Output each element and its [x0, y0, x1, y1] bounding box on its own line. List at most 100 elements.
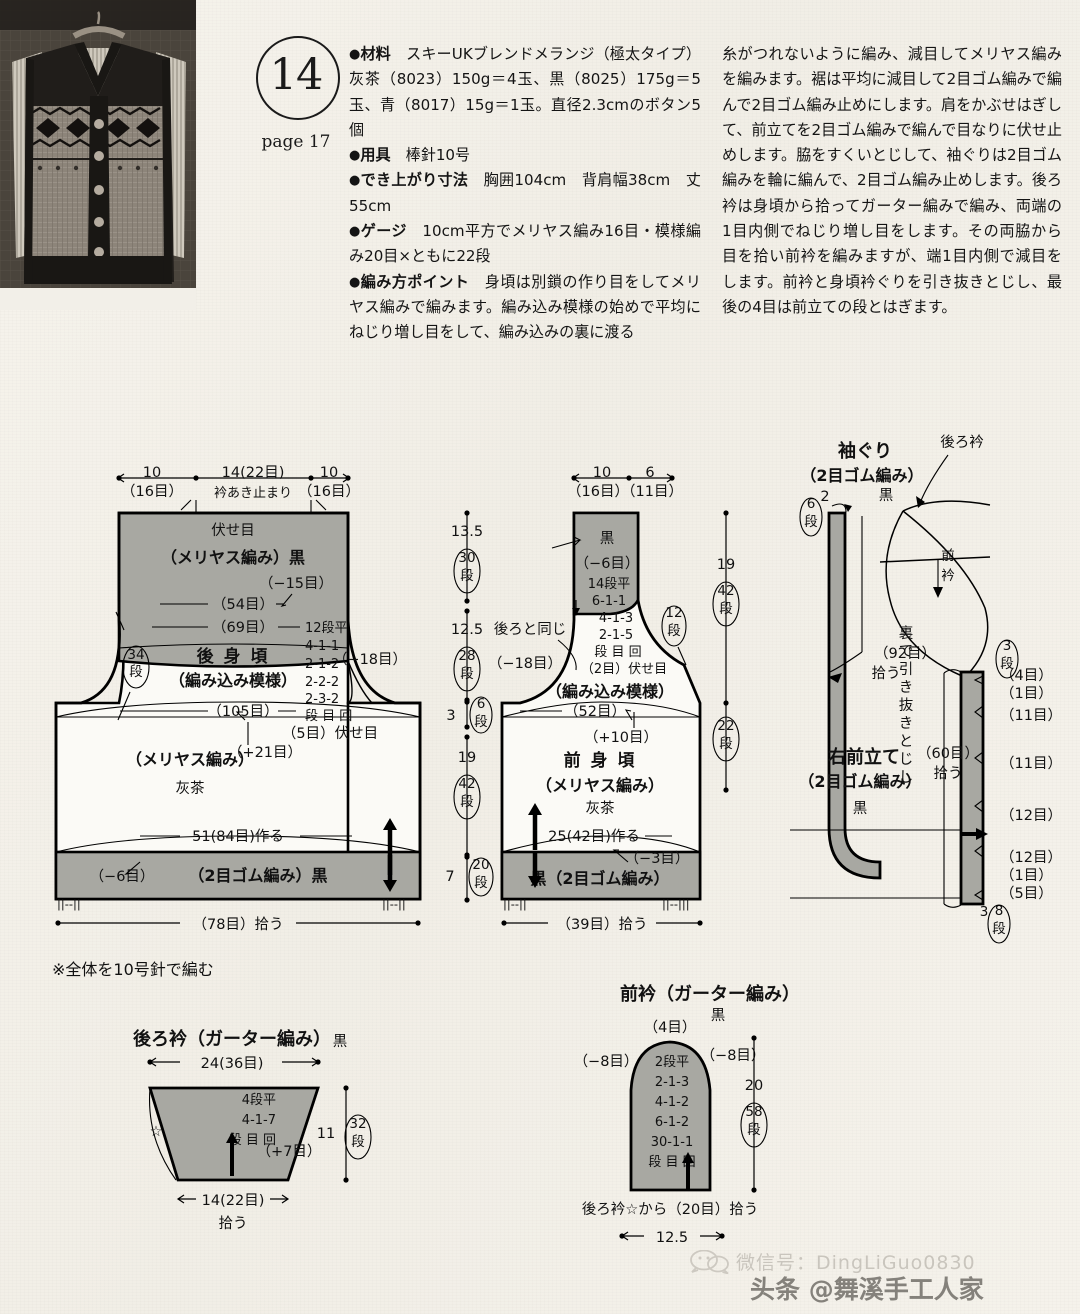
back-dim-left-cm: 10	[143, 465, 161, 481]
front-collar-rows-n: 58	[745, 1104, 762, 1120]
tools-body: 棒針10号	[390, 146, 471, 165]
front-same-as-back: 後ろと同じ	[494, 621, 567, 638]
pattern-number-badge: 14 page 17	[250, 36, 342, 166]
front-color-label: 灰茶	[586, 800, 615, 817]
instruction-materials: ●材料 スキーUKブレンドメランジ（極太タイプ）灰茶（8023）150g＝4玉、…	[349, 45, 701, 139]
back-rib-black-label: （2目ゴム編み）黒	[188, 866, 327, 885]
center-measurement-column: 13.5 30 段 12.5 28 段 3 6 段 19 42 段 7	[445, 510, 494, 903]
instruction-points: ●編み方ポイント 身頃は別鎖の作り目をしてメリヤス編みで編みます。編み込み模様の…	[349, 272, 701, 342]
center-measure-1-cm: 12.5	[451, 622, 483, 638]
badge-number: 14	[269, 50, 324, 100]
front-body-subtitle: （メリヤス編み）	[536, 776, 664, 795]
svg-text:||--||: ||--||	[503, 897, 527, 911]
front-neck-row-3: 2-1-5	[599, 628, 633, 643]
band-seg-6: （1目）	[1000, 867, 1053, 884]
back-fairisle-divider	[55, 701, 421, 718]
front-dim-1-st: （11目）	[621, 483, 683, 500]
instruction-measurements: ●でき上がり寸法 胸囲104cm 背肩幅38cm 丈55cm	[349, 171, 701, 215]
back-dec-row-5: 段 目 回	[305, 709, 352, 724]
front-right-measure-1-rows-u: 段	[719, 736, 733, 752]
back-caston-divider	[55, 835, 421, 853]
center-measure-0-rows-n: 30	[458, 550, 475, 566]
band-seg-7: （5目）	[1000, 885, 1053, 902]
armhole-rows-u: 段	[804, 514, 818, 530]
front-rows12-n: 12	[665, 605, 682, 621]
back-rib-tickmarks: ||--|| ||--||	[57, 897, 406, 911]
watermark: 微信号：DingLiGuo0830 头条 @舞溪手工人家	[690, 1248, 1080, 1310]
measurements-heading: でき上がり寸法	[360, 171, 469, 190]
svg-text:||--||: ||--||	[382, 897, 406, 911]
front-neck-black	[572, 511, 640, 616]
front-black-label: 黒	[600, 531, 615, 547]
back-collar-inc-2: 段 目 回	[229, 1133, 276, 1148]
front-collar-top-st: （4目）	[644, 1019, 697, 1036]
right-front-band-subtitle: （2目ゴム編み）	[798, 772, 921, 791]
back-collar-bottom-dimension	[176, 1194, 290, 1204]
front-collar-bottom-note: 後ろ衿☆から（20目）拾う	[582, 1201, 758, 1218]
measurements-body: 胸囲104cm 背肩幅38cm 丈55cm	[349, 171, 701, 215]
front-dim-0-cm: 10	[593, 465, 611, 481]
back-collar-color: 黒	[333, 1034, 348, 1050]
front-direction-arrows	[528, 803, 542, 888]
front-collar-title: 前衿（ガーター編み）	[620, 983, 800, 1005]
back-plus21-label: （+21目）	[228, 744, 302, 761]
armhole-collar-band-diagram: 袖ぐり （2目ゴム編み） 黒 6 段 2 （92目） 拾う 後ろ衿	[790, 434, 1062, 944]
center-measure-4-cm: 7	[445, 869, 454, 885]
needle-note: ※全体を10号針で編む	[52, 960, 214, 979]
front-collar-right-dec: （−8目）	[701, 1047, 766, 1064]
armhole-rows-n: 6	[807, 496, 816, 512]
points-body: 身頃は別鎖の作り目をしてメリヤス編みで編みます。編み込み模様の始めで平均にねじり…	[349, 272, 701, 342]
back-minus15-label: （−15目）	[259, 575, 333, 592]
front-fairisle-label: （編み込み模様）	[546, 682, 674, 701]
armhole-pickup-word: 拾う	[872, 665, 901, 682]
center-measure-0-cm: 13.5	[451, 524, 483, 540]
front-collar-left-curve	[885, 510, 963, 677]
back-dec-row-0: 12段平	[305, 621, 348, 636]
center-measure-1-rows-u: 段	[460, 666, 474, 682]
svg-text:と: と	[899, 734, 914, 750]
front-pickup-dimension	[501, 920, 703, 926]
back-collar-top-dim: 24(36目)	[201, 1056, 264, 1072]
front-collar-height-cm: 20	[745, 1078, 763, 1094]
armhole-rib-shape	[827, 511, 882, 880]
back-dim-left-st: （16目）	[121, 483, 183, 500]
back-body-subtitle: （編み込み模様）	[169, 671, 297, 690]
back-body-diagram: 10 （16目） 14(22目) 衿あき止まり 10 （16目）	[54, 465, 422, 933]
band-seg-1: （1目）	[1000, 685, 1053, 702]
front-st52-label: （52目）	[564, 703, 626, 720]
front-collar-bottom-dim: 12.5	[656, 1230, 688, 1246]
materials-body: スキーUKブレンドメランジ（極太タイプ）灰茶（8023）150g＝4玉、黒（80…	[349, 45, 701, 139]
back-stockinette-label: （メリヤス編み）	[126, 750, 254, 769]
back-collar-height-cm: 11	[317, 1126, 335, 1142]
back-dec-row-1: 4-1-1	[305, 639, 339, 654]
front-collar-shape	[629, 1040, 712, 1192]
back-dim-right-st: （16目）	[298, 483, 360, 500]
back-body-title: 後 身 頃	[197, 646, 270, 667]
page-reference: page 17	[261, 132, 331, 152]
back-collar-shape	[148, 1086, 320, 1182]
front-rows12-u: 段	[667, 623, 681, 639]
back-rows34-label: 34	[127, 647, 144, 663]
svg-text:き: き	[899, 715, 914, 732]
center-measure-3-cm: 19	[458, 750, 476, 766]
front-rib-tickmarks: ||--|| ||--|||	[503, 897, 690, 911]
center-measure-2-cm: 3	[446, 708, 455, 724]
front-caston-label: 25(42目)作る	[548, 828, 640, 845]
right-front-band-pickup-word: 拾う	[934, 765, 963, 782]
back-collar-inc-1: 4-1-7	[242, 1113, 276, 1128]
center-measure-1-rows-n: 28	[458, 648, 475, 664]
front-collar-color: 黒	[711, 1008, 726, 1024]
back-collar-bottom-dim: 14(22目)	[202, 1193, 265, 1209]
armhole-cm: 2	[820, 489, 829, 505]
front-collar-dec-5: 段 目 回	[648, 1155, 695, 1170]
vest-photo	[0, 0, 196, 310]
center-measure-0-rows-u: 段	[460, 568, 474, 584]
front-top-dimension	[571, 473, 675, 483]
svg-text:き: き	[899, 679, 914, 696]
front-neck-row-2: 4-1-3	[599, 611, 633, 626]
svg-text:じ: じ	[899, 752, 914, 768]
back-collar-bottom-note: 拾う	[219, 1215, 248, 1232]
back-collar-top-dimension	[147, 1057, 321, 1067]
